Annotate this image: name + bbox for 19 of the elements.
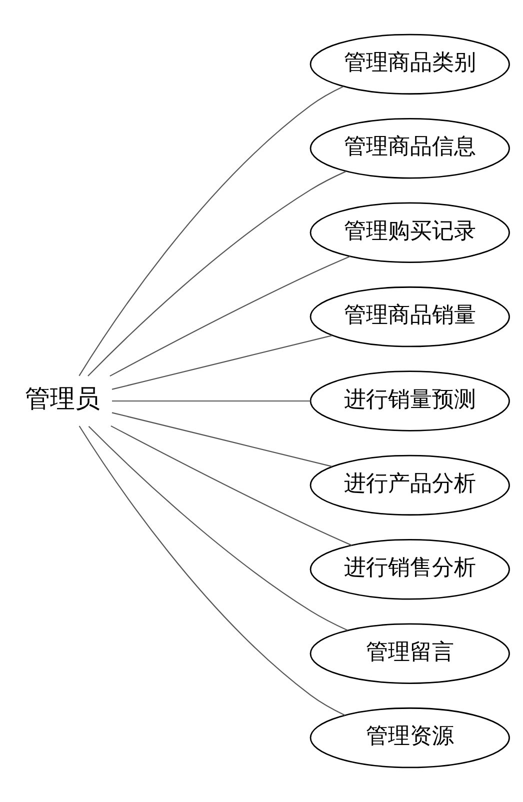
node-ellipse: 管理购买记录 bbox=[310, 202, 510, 263]
connector bbox=[110, 256, 350, 377]
node-ellipse: 管理商品类别 bbox=[310, 34, 510, 95]
node-ellipse: 管理资源 bbox=[310, 707, 510, 768]
node-ellipse: 进行销量预测 bbox=[310, 370, 510, 432]
node-ellipse: 管理留言 bbox=[310, 623, 510, 684]
connector bbox=[112, 335, 332, 390]
connector bbox=[88, 170, 346, 376]
node-ellipse: 管理商品信息 bbox=[310, 118, 510, 179]
connector bbox=[110, 425, 352, 546]
node-ellipse: 进行销售分析 bbox=[310, 539, 510, 600]
connector bbox=[78, 86, 344, 376]
connector bbox=[88, 426, 348, 631]
connector bbox=[112, 412, 332, 467]
connector bbox=[112, 400, 310, 402]
node-text: 管理员 bbox=[25, 384, 100, 414]
node-ellipse: 管理商品销量 bbox=[310, 286, 510, 348]
connector bbox=[78, 426, 346, 716]
node-ellipse: 进行产品分析 bbox=[310, 454, 510, 516]
